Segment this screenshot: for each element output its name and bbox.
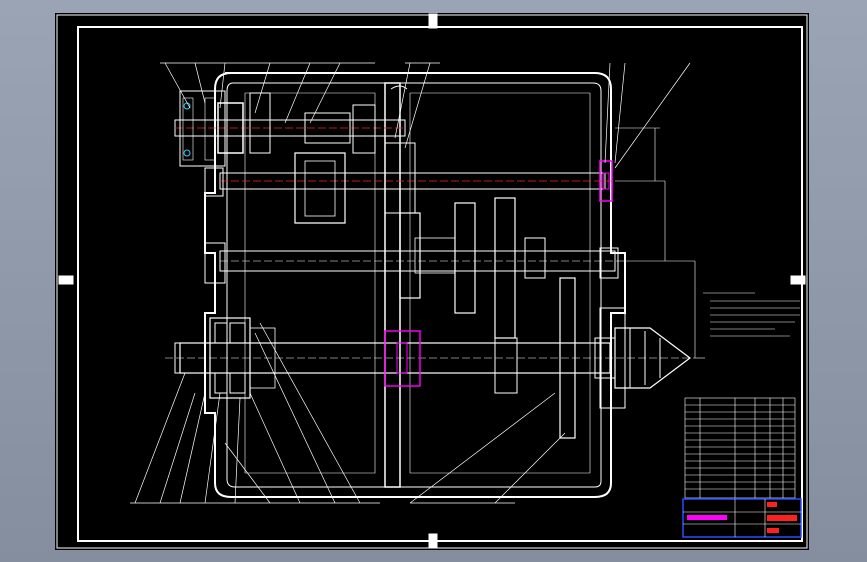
- parts-list: [684, 397, 796, 499]
- housing-mid-wall: [384, 82, 401, 488]
- sheet-inner-frame: [77, 26, 803, 542]
- center-mark-top: [428, 13, 438, 29]
- housing-inner: [226, 82, 602, 488]
- center-mark-left: [58, 275, 74, 285]
- clutch: [384, 330, 421, 387]
- pulley: [179, 90, 226, 167]
- housing-outline: [204, 72, 626, 498]
- bearing-cap-left-s2: [204, 167, 224, 197]
- chuck-tip: [614, 327, 691, 389]
- center-mark-right: [790, 275, 806, 285]
- technical-notes: [703, 292, 800, 337]
- cad-viewport[interactable]: [55, 13, 809, 550]
- title-block: [682, 498, 802, 538]
- center-mark-bottom: [428, 533, 438, 549]
- gearbox-assembly-drawing: [56, 13, 808, 549]
